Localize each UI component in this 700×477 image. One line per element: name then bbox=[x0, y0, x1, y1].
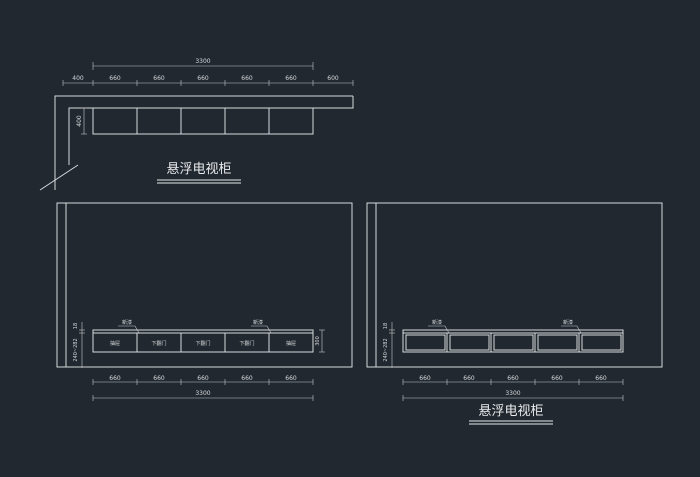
cabinet-cell bbox=[493, 334, 534, 351]
plan-wall-inner bbox=[68, 96, 354, 165]
plan-cabinet-box bbox=[180, 107, 226, 135]
plan-seg-label: 660 bbox=[197, 75, 209, 82]
annotation-leader bbox=[251, 325, 272, 334]
cabinet-cell bbox=[449, 334, 490, 351]
plan-seg-label: 660 bbox=[153, 75, 165, 82]
plan-seg-label: 660 bbox=[241, 75, 253, 82]
cell-label: 下翻门 bbox=[239, 340, 254, 347]
plan-view: 3300 400 660 660 660 660 660 600 bbox=[39, 58, 354, 191]
seg-label: 660 bbox=[241, 375, 253, 382]
cabinet-cell bbox=[405, 334, 446, 351]
cell-label: 下翻门 bbox=[195, 340, 210, 347]
plan-wall-break bbox=[39, 164, 79, 191]
right-height-label: 300 bbox=[315, 336, 321, 346]
plan-title: 悬浮电视柜 bbox=[166, 162, 231, 177]
elevation-right-frame bbox=[366, 202, 663, 368]
height-top-label: 18 bbox=[383, 323, 389, 329]
seg-label: 660 bbox=[463, 375, 475, 382]
plan-cabinet-box bbox=[268, 107, 314, 135]
plan-total-label: 3300 bbox=[195, 58, 210, 65]
annotation-leader bbox=[561, 325, 582, 334]
cabinet-cell bbox=[581, 334, 622, 351]
cell-label: 抽屉 bbox=[286, 340, 296, 347]
elevation-left-frame bbox=[56, 202, 353, 368]
plan-depth-label: 400 bbox=[76, 115, 83, 127]
plan-seg-label: 660 bbox=[285, 75, 297, 82]
total-label: 3300 bbox=[505, 390, 520, 397]
plan-segment-ticks bbox=[62, 80, 354, 86]
annotation-label: 新漆 bbox=[253, 319, 263, 326]
annotation-leader bbox=[118, 325, 140, 334]
annotation-label: 新漆 bbox=[122, 319, 132, 326]
seg-label: 660 bbox=[419, 375, 431, 382]
plan-seg-label: 660 bbox=[109, 75, 121, 82]
seg-label: 660 bbox=[153, 375, 165, 382]
elevation-right: 新漆 新漆 18 240~282 660 660 660 660 660 330… bbox=[366, 202, 663, 425]
seg-label: 660 bbox=[595, 375, 607, 382]
elevation-right-title: 悬浮电视柜 bbox=[478, 404, 543, 419]
annotation-leader bbox=[428, 325, 450, 334]
cabinet-body bbox=[92, 332, 314, 353]
cell-label: 抽屉 bbox=[110, 340, 120, 347]
plan-cabinet-box bbox=[136, 107, 182, 135]
annotation-label: 新漆 bbox=[432, 319, 442, 326]
seg-label: 660 bbox=[197, 375, 209, 382]
plan-wall-outer bbox=[54, 95, 353, 190]
total-label: 3300 bbox=[195, 390, 210, 397]
height-bottom-label: 240~282 bbox=[383, 338, 389, 361]
seg-label: 660 bbox=[507, 375, 519, 382]
annotation-label: 新漆 bbox=[563, 319, 573, 326]
seg-label: 660 bbox=[285, 375, 297, 382]
height-bottom-label: 240~282 bbox=[73, 338, 79, 361]
seg-label: 660 bbox=[551, 375, 563, 382]
height-top-label: 18 bbox=[73, 323, 79, 329]
plan-cabinet-box bbox=[92, 107, 138, 135]
plan-seg-label: 600 bbox=[327, 75, 339, 82]
cell-label: 下翻门 bbox=[151, 340, 166, 347]
plan-cabinet-box bbox=[224, 107, 270, 135]
cabinet-cell bbox=[537, 334, 578, 351]
elevation-left: 抽屉 下翻门 下翻门 下翻门 抽屉 新漆 新漆 18 240~282 300 6… bbox=[56, 202, 353, 401]
cabinet-body bbox=[402, 332, 624, 353]
plan-seg-label: 400 bbox=[72, 75, 84, 82]
seg-label: 660 bbox=[109, 375, 121, 382]
